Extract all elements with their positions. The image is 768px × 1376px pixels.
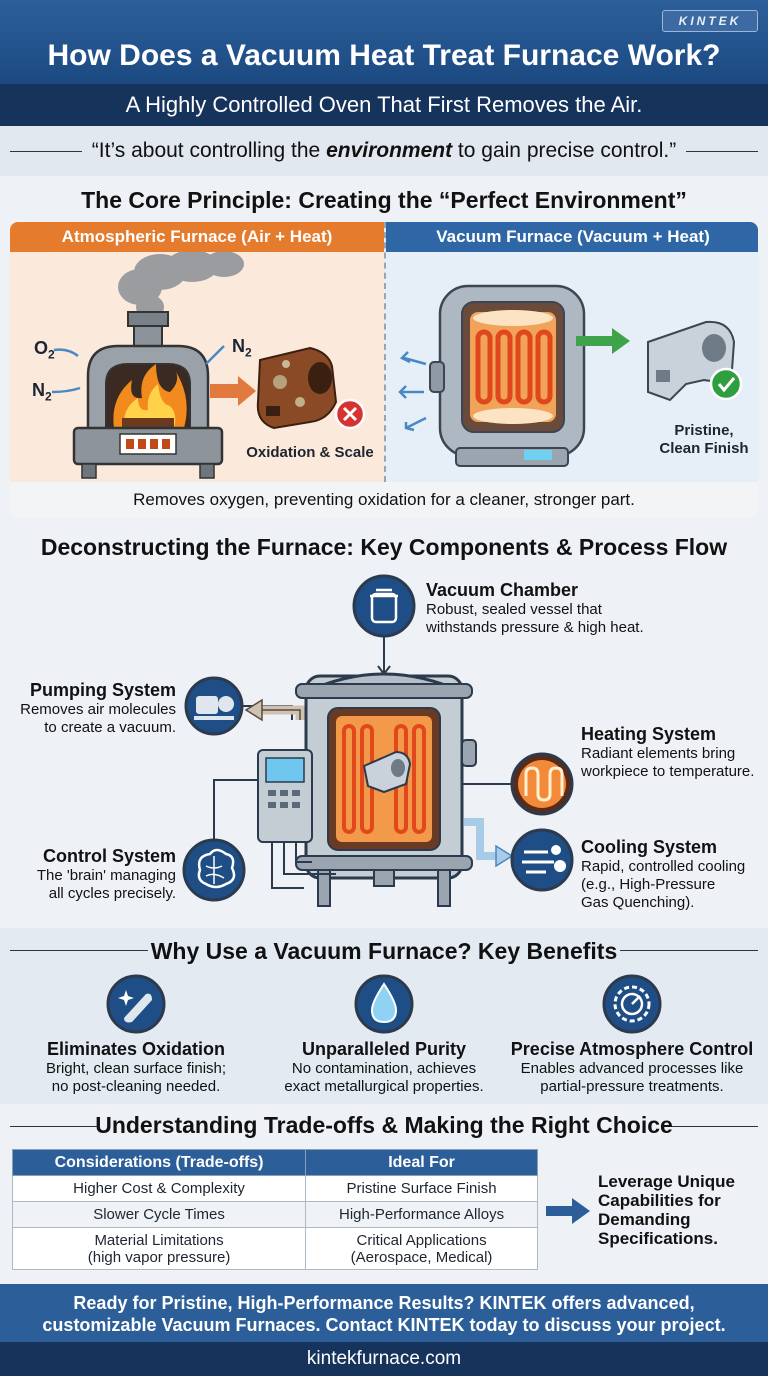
cooling-pipe — [464, 818, 514, 868]
cta-footer: Ready for Pristine, High-Performance Res… — [0, 1284, 768, 1342]
benefits-section: Why Use a Vacuum Furnace? Key Benefits E… — [0, 928, 768, 1104]
pump-icon — [184, 676, 244, 736]
quote-rule-left — [10, 151, 82, 152]
vacuum-panel: Vacuum Furnace (Vacuum + Heat) — [384, 222, 758, 482]
tradeoffs-rule-right — [670, 1126, 758, 1127]
benefit-title-purity: Unparalleled Purity — [301, 1039, 467, 1059]
smoke-icon — [118, 252, 244, 319]
chamber-icon — [352, 574, 416, 638]
vacuum-chamber-title: Vacuum Chamber — [426, 580, 579, 600]
principle-footer: Removes oxygen, preventing oxidation for… — [10, 482, 758, 518]
air-inflow-arrows — [51, 345, 225, 394]
benefit-title-atmosphere: Precise Atmosphere Control — [510, 1039, 754, 1059]
tradeoffs-rule-left — [10, 1126, 98, 1127]
quote-emphasis: environment — [326, 139, 453, 162]
benefits-title: Why Use a Vacuum Furnace? Key Benefits — [150, 938, 618, 964]
quote-rule-right — [686, 151, 758, 152]
page-title: How Does a Vacuum Heat Treat Furnace Wor… — [47, 39, 721, 72]
clean-finish-caption: Pristine,Clean Finish — [659, 422, 749, 457]
table-header-considerations: Considerations (Trade-offs) — [11, 1149, 307, 1176]
table-row: Slower Cycle Times High-Performance Allo… — [11, 1201, 538, 1228]
atmospheric-panel: Atmospheric Furnace (Air + Heat) — [10, 222, 384, 482]
nitrogen-label-left: N2 — [32, 380, 52, 404]
quote-band: “It’s about controlling the environment … — [0, 126, 768, 176]
arrow-right-icon — [546, 1198, 590, 1224]
atmospheric-furnace-illustration — [51, 252, 366, 479]
pumping-system-title: Pumping System — [29, 680, 176, 700]
website-link[interactable]: kintekfurnace.com — [0, 1342, 768, 1376]
table-header-row: Considerations (Trade-offs) Ideal For — [11, 1149, 538, 1176]
droplet-icon — [354, 974, 414, 1034]
table-cell: Material Limitations(high vapor pressure… — [11, 1227, 307, 1270]
control-system-title: Control System — [42, 846, 176, 866]
table-cell: Critical Applications(Aerospace, Medical… — [305, 1227, 538, 1270]
table-cell: High-Performance Alloys — [305, 1201, 538, 1228]
air-outflow-arrows — [398, 351, 427, 432]
cta-line-2: customizable Vacuum Furnaces. Contact KI… — [42, 1315, 726, 1335]
header-banner: KINTEK How Does a Vacuum Heat Treat Furn… — [0, 0, 768, 84]
control-panel-icon — [257, 749, 336, 889]
vacuum-header: Vacuum Furnace (Vacuum + Heat) — [386, 222, 758, 252]
fire-icon — [113, 364, 187, 428]
cta-line-1: Ready for Pristine, High-Performance Res… — [73, 1293, 695, 1313]
cooling-system-title: Cooling System — [581, 837, 718, 857]
tradeoffs-title: Understanding Trade-offs & Making the Ri… — [95, 1112, 673, 1138]
components-title: Deconstructing the Furnace: Key Componen… — [40, 534, 728, 560]
table-cell: Slower Cycle Times — [11, 1201, 307, 1228]
table-row: Material Limitations(high vapor pressure… — [11, 1227, 538, 1270]
red-x-icon — [334, 398, 366, 430]
oxidized-part-icon — [256, 346, 338, 430]
quote-text: “It’s about controlling the environment … — [91, 139, 677, 162]
principle-title: The Core Principle: Creating the “Perfec… — [81, 187, 687, 213]
kintek-logo[interactable]: KINTEK — [662, 10, 758, 32]
furnace-diagram — [182, 574, 574, 907]
nitrogen-label-right: N2 — [232, 336, 252, 360]
oxidation-caption: Oxidation & Scale — [246, 444, 374, 461]
benefit-title-oxidation: Eliminates Oxidation — [46, 1039, 226, 1059]
tradeoffs-table: Considerations (Trade-offs) Ideal For Hi… — [11, 1149, 538, 1270]
heating-coil-icon — [510, 752, 574, 816]
brain-icon — [182, 838, 246, 902]
comparison-panel: Atmospheric Furnace (Air + Heat) — [10, 222, 758, 518]
workpiece-icon — [362, 750, 412, 794]
heat-arrow-icon — [210, 376, 256, 406]
gauge-gear-icon — [602, 974, 662, 1034]
benefits-rule-left — [10, 950, 148, 951]
benefit-icons — [106, 974, 662, 1034]
oxygen-label: O2 — [34, 338, 55, 362]
heating-system-title: Heating System — [581, 724, 717, 744]
benefit-desc-oxidation: Bright, clean surface finish;no post-cle… — [45, 1060, 227, 1095]
vacuum-furnace-illustration — [398, 284, 743, 467]
cooling-system-desc: Rapid, controlled cooling(e.g., High-Pre… — [581, 858, 746, 911]
heating-elements-icon — [475, 329, 553, 405]
cooling-gas-icon — [510, 828, 574, 892]
page-subtitle: A Highly Controlled Oven That First Remo… — [0, 84, 768, 126]
table-cell: Pristine Surface Finish — [305, 1175, 538, 1202]
table-cell: Higher Cost & Complexity — [11, 1175, 307, 1202]
table-row: Higher Cost & Complexity Pristine Surfac… — [11, 1175, 538, 1202]
shiny-part-icon — [106, 974, 166, 1034]
green-check-icon — [709, 367, 743, 401]
atmospheric-header: Atmospheric Furnace (Air + Heat) — [10, 222, 384, 252]
clean-output-arrow — [576, 328, 630, 354]
benefits-rule-right — [620, 950, 758, 951]
vacuum-pipe — [244, 698, 305, 722]
table-header-ideal-for: Ideal For — [305, 1149, 538, 1176]
